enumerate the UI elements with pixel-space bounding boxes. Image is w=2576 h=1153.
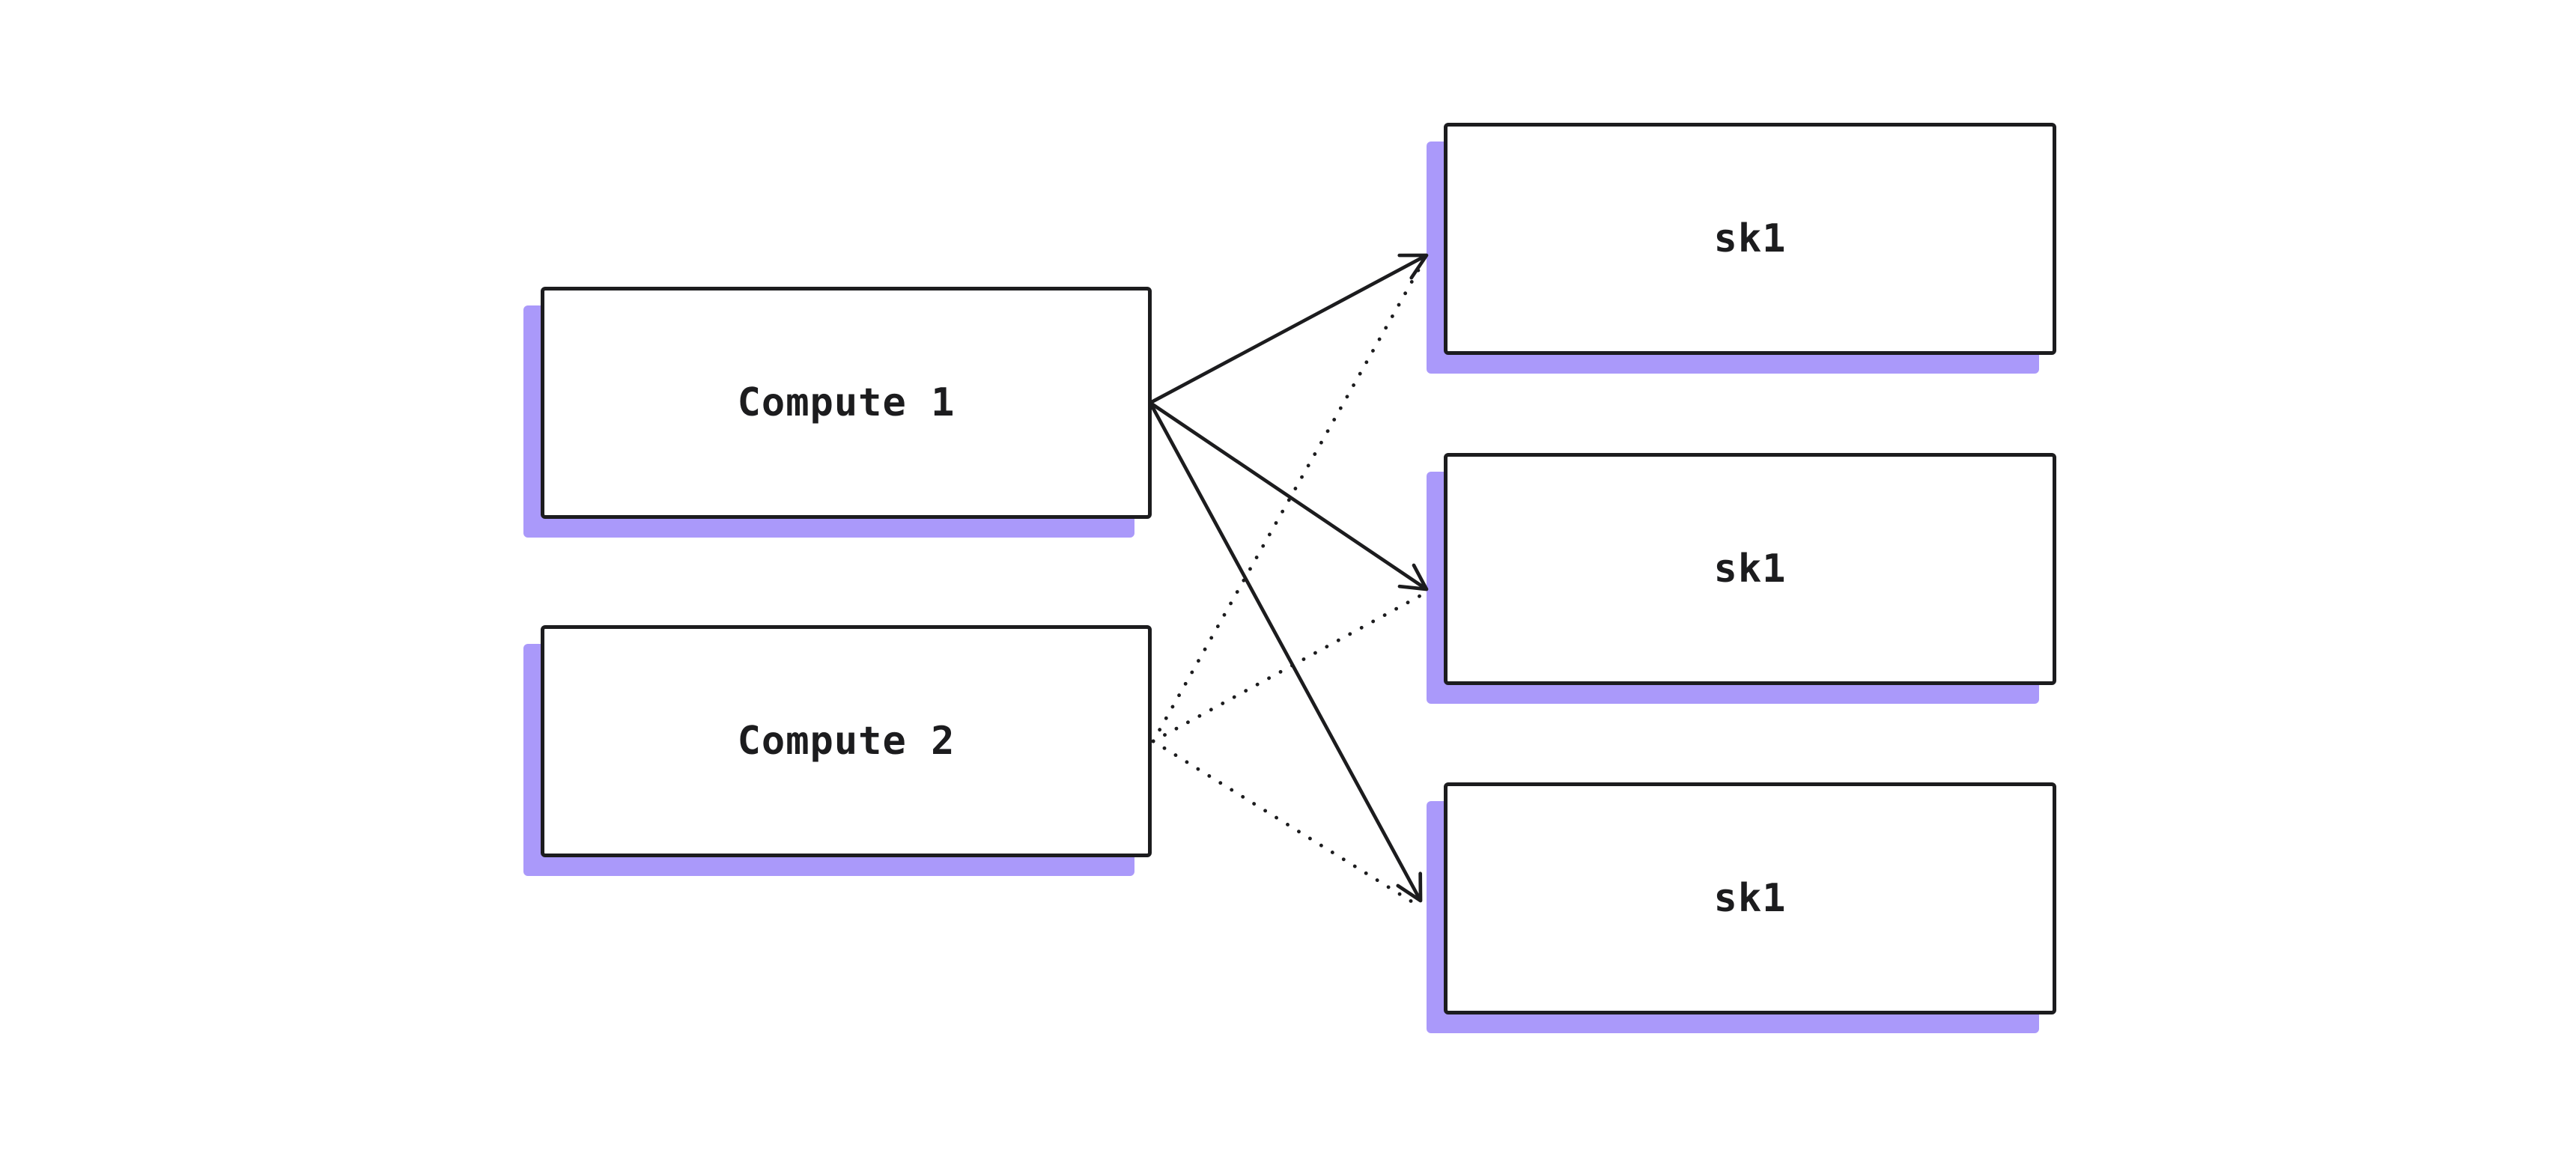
node-sk1-top-label: sk1	[1713, 216, 1787, 261]
node-compute-1: Compute 1	[541, 287, 1152, 519]
arrow-compute-2-to-sk1-middle	[1151, 594, 1422, 743]
arrow-compute-1-to-sk1-middle	[1149, 401, 1429, 591]
node-sk1-bottom-label: sk1	[1713, 876, 1787, 921]
node-sk1-bottom: sk1	[1444, 782, 2056, 1014]
arrow-compute-2-to-sk1-bottom	[1151, 739, 1420, 907]
arrow-compute-1-to-sk1-bottom	[1148, 401, 1423, 903]
arrow-compute-1-to-sk1-top	[1149, 253, 1429, 405]
node-compute-2: Compute 2	[541, 625, 1152, 857]
node-compute-2-label: Compute 2	[737, 719, 956, 764]
node-sk1-middle-label: sk1	[1713, 547, 1787, 591]
node-sk1-top: sk1	[1444, 123, 2056, 355]
arrow-compute-2-to-sk1-top	[1151, 261, 1424, 743]
node-compute-1-label: Compute 1	[737, 380, 956, 425]
node-sk1-middle: sk1	[1444, 453, 2056, 685]
